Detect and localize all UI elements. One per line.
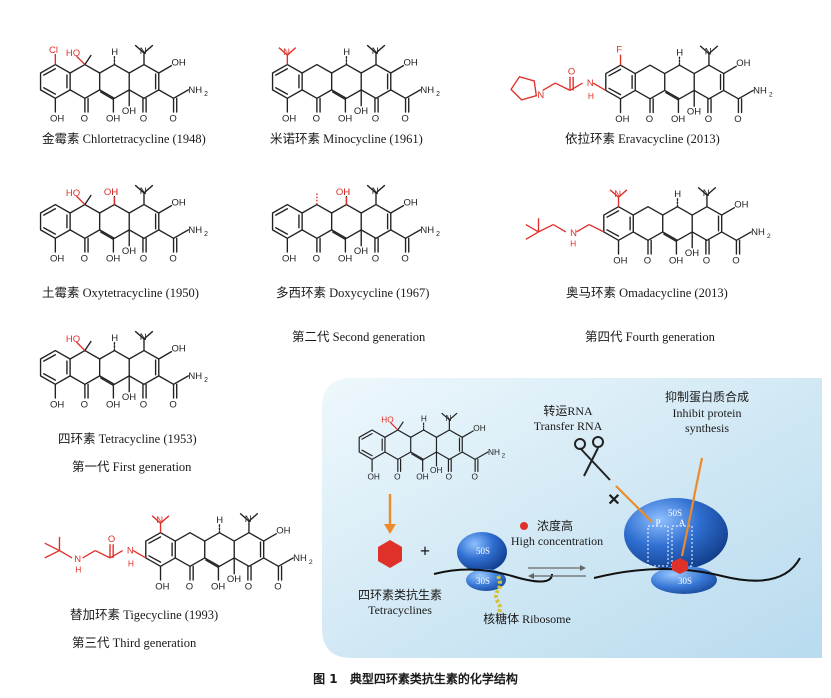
block-x-icon: ✕ [607, 492, 621, 509]
label-50s-large: 50S [667, 508, 682, 518]
label-50s-small: 50S [475, 546, 490, 556]
label-tetracyclines-cn: 四环素类抗生素 [357, 588, 442, 602]
caption-doxycycline: 多西环素 Doxycycline (1967) [276, 286, 430, 300]
mechanism-panel: HO 四环素 [322, 376, 822, 658]
structure-eravacycline: F N H O N [490, 36, 790, 128]
structure-doxycycline: OH [262, 180, 452, 265]
label-inhibit-cn: 抑制蛋白质合成 [664, 390, 749, 404]
svg-text:HO: HO [66, 334, 80, 345]
label-third-generation: 第三代 Third generation [72, 636, 197, 650]
figure-title: 典型四环素类抗生素的化学结构 [349, 672, 518, 686]
label-second-generation: 第二代 Second generation [292, 330, 426, 344]
svg-text:O: O [568, 67, 575, 78]
caption-eravacycline: 依拉环素 Eravacycline (2013) [565, 132, 720, 146]
structure-chlortetracycline: Cl HO [30, 40, 220, 125]
caption-oxytetracycline: 土霉素 Oxytetracycline (1950) [42, 286, 199, 300]
svg-text:H: H [128, 558, 134, 568]
label-ribosome: 核糖体 Ribosome [483, 612, 571, 626]
caption-tetracycline: 四环素 Tetracycline (1953) [58, 432, 197, 446]
svg-text:H: H [75, 565, 81, 575]
structure-tetracycline: HO [30, 326, 220, 411]
figure-caption: 图 1 典型四环素类抗生素的化学结构 [0, 670, 831, 687]
label-30s-small: 30S [475, 576, 490, 586]
label-site-p: P [655, 518, 661, 528]
svg-text:N: N [156, 515, 163, 526]
label-concentration-cn: 浓度高 [536, 519, 573, 533]
label-inhibit-en-1: Inhibit protein [672, 406, 742, 420]
caption-minocycline: 米诺环素 Minocycline (1961) [270, 132, 423, 146]
svg-text:H: H [588, 91, 594, 101]
label-fourth-generation: 第四代 Fourth generation [585, 330, 715, 344]
svg-text:OH: OH [336, 187, 350, 198]
structure-oxytetracycline: HO OH [30, 180, 220, 265]
label-first-generation: 第一代 First generation [72, 460, 192, 474]
svg-text:HO: HO [66, 48, 80, 59]
caption-omadacycline: 奥马环素 Omadacycline (2013) [566, 286, 728, 300]
caption-tigecycline: 替加环素 Tigecycline (1993) [70, 608, 219, 622]
label-trna-en: Transfer RNA [533, 419, 603, 433]
structure-minocycline: N [262, 40, 452, 125]
structure-omadacycline: N N H [488, 176, 788, 271]
svg-text:F: F [616, 45, 622, 56]
label-trna-cn: 转运RNA [543, 404, 593, 418]
svg-text:N: N [283, 47, 290, 58]
label-tetracyclines-en: Tetracyclines [368, 603, 432, 617]
svg-text:Cl: Cl [49, 45, 58, 56]
svg-text:O: O [108, 534, 115, 545]
svg-text:N: N [614, 189, 621, 200]
label-30s-large: 30S [677, 576, 692, 586]
structure-tigecycline: N N H O N H [30, 502, 330, 597]
svg-text:N: N [74, 554, 81, 565]
svg-text:OH: OH [104, 187, 118, 198]
svg-text:N: N [537, 90, 544, 101]
figure-label: 图 1 [313, 672, 338, 686]
label-site-a: A [678, 518, 686, 528]
svg-text:HO: HO [66, 188, 80, 199]
svg-text:HO: HO [381, 416, 394, 425]
label-inhibit-en-2: synthesis [684, 421, 729, 435]
plus-sign: + [419, 541, 431, 561]
svg-text:N: N [570, 228, 577, 239]
svg-text:H: H [570, 239, 576, 249]
svg-text:N: N [587, 78, 594, 89]
svg-text:N: N [127, 546, 134, 557]
label-concentration-en: High concentration [510, 534, 604, 548]
caption-chlortetracycline: 金霉素 Chlortetracycline (1948) [42, 132, 206, 146]
